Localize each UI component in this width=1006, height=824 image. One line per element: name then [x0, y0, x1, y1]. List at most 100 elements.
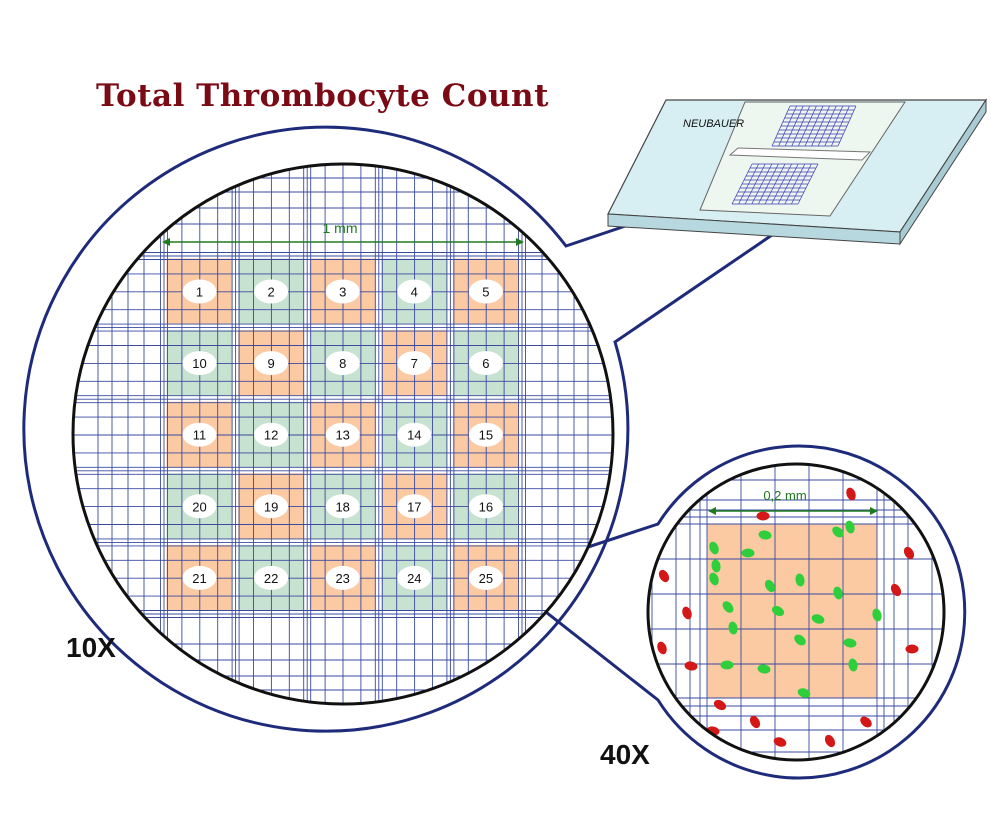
square-number: 2	[267, 285, 274, 300]
square-number: 10	[192, 356, 206, 371]
platelet-excluded	[890, 583, 902, 597]
square-number: 19	[264, 499, 278, 514]
platelet-excluded	[846, 487, 856, 501]
view-40x: 0,2 mm	[646, 462, 946, 762]
platelet-excluded	[860, 716, 872, 728]
number-badge	[254, 422, 289, 447]
square-number: 18	[335, 499, 349, 514]
number-badge	[468, 565, 503, 590]
slide-label: NEUBAUER	[683, 118, 744, 130]
slide-grid-line	[791, 163, 812, 205]
square-number: 8	[339, 356, 346, 371]
number-badge	[397, 279, 432, 304]
platelet-excluded	[657, 641, 667, 655]
platelet-excluded	[684, 661, 698, 671]
platelet-excluded	[905, 644, 919, 654]
number-badge	[325, 351, 360, 376]
number-badge	[468, 422, 503, 447]
scale-label-40x: 0,2 mm	[763, 488, 806, 503]
platelet-counted	[722, 601, 734, 613]
square-number: 5	[482, 285, 489, 300]
number-badge	[468, 494, 503, 519]
slide-grid-line	[824, 105, 844, 147]
square-number: 11	[193, 428, 207, 443]
slide-grid-line	[797, 163, 819, 205]
number-badge	[182, 422, 217, 447]
number-badge	[397, 351, 432, 376]
platelet-counted	[795, 573, 805, 587]
platelet-counted	[711, 559, 721, 573]
platelet-counted	[758, 530, 772, 540]
square-number: 16	[479, 499, 493, 514]
number-badge	[325, 422, 360, 447]
number-badge	[325, 279, 360, 304]
slide-grid-line	[777, 163, 799, 205]
number-badge	[468, 279, 503, 304]
number-badge	[325, 565, 360, 590]
number-badge	[182, 494, 217, 519]
square-number: 6	[482, 356, 489, 371]
magnification-40x-label: 40X	[600, 739, 650, 770]
scale-label-10x: 1 mm	[323, 220, 358, 236]
square-number: 25	[479, 571, 493, 586]
page-title: Total Thrombocyte Count	[96, 78, 549, 114]
number-badge	[397, 494, 432, 519]
platelet-counted	[757, 664, 771, 674]
platelet-counted	[845, 520, 855, 534]
platelet-counted	[797, 688, 811, 698]
scale-bar-10x: 1 mm	[162, 220, 524, 246]
platelet-excluded	[773, 737, 787, 747]
center-small-square	[707, 524, 877, 698]
square-number: 1	[196, 285, 203, 300]
platelet-counted	[709, 541, 719, 555]
number-badge	[254, 565, 289, 590]
platelet-excluded	[749, 715, 761, 729]
square-number: 7	[411, 356, 418, 371]
square-number: 15	[479, 428, 493, 443]
square-number: 24	[407, 571, 421, 586]
number-badge	[397, 565, 432, 590]
platelet-counted	[811, 614, 825, 624]
slide-grid-line	[784, 163, 806, 205]
platelet-counted	[848, 658, 858, 672]
square-number: 4	[411, 285, 418, 300]
number-badge	[468, 351, 503, 376]
number-badge	[182, 279, 217, 304]
number-badge	[254, 279, 289, 304]
platelet-excluded	[756, 511, 770, 521]
platelet-counted	[843, 638, 857, 648]
slide-grid-upper	[771, 105, 857, 147]
square-number: 14	[407, 428, 421, 443]
square-number: 23	[335, 571, 349, 586]
square-number: 13	[335, 428, 349, 443]
number-badge	[254, 494, 289, 519]
slide-grid-line	[817, 105, 837, 147]
slide-grid-line	[811, 105, 830, 147]
square-number: 3	[339, 285, 346, 300]
platelet-counted	[709, 572, 719, 586]
platelet-counted	[872, 608, 882, 622]
platelet-excluded	[824, 734, 836, 748]
scale-bar-40x: 0,2 mm	[708, 488, 878, 515]
magnifier-outline-40x	[496, 444, 967, 780]
slide-grid-line	[837, 105, 857, 147]
number-badge	[182, 565, 217, 590]
square-number: 17	[407, 499, 421, 514]
square-number: 9	[267, 356, 274, 371]
square-number: 12	[264, 428, 278, 443]
number-badge	[397, 422, 432, 447]
magnification-10x-label: 10X	[66, 632, 116, 663]
number-badge	[254, 351, 289, 376]
platelet-excluded	[658, 569, 670, 583]
platelet-excluded	[903, 546, 915, 560]
platelet-counted	[832, 526, 844, 538]
platelet-counted	[764, 579, 776, 593]
platelet-counted	[794, 634, 806, 646]
platelet-counted	[741, 548, 755, 558]
platelet-counted	[720, 660, 734, 670]
square-number: 22	[264, 571, 278, 586]
number-badge	[182, 351, 217, 376]
